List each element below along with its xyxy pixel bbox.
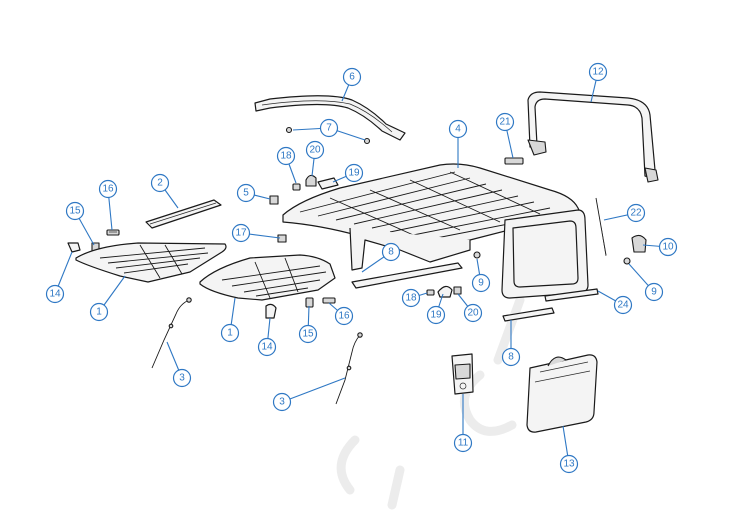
svg-text:1: 1 [227, 328, 233, 339]
callout-1-left: 1 [89, 302, 109, 322]
svg-text:6: 6 [349, 72, 355, 83]
callout-20-upper: 20 [305, 140, 325, 160]
callout-19-lower: 19 [426, 305, 446, 325]
trim-rail-part-2 [145, 199, 222, 229]
svg-text:1: 1 [96, 307, 102, 318]
bracket-part-14-15-16-lower [265, 297, 336, 319]
svg-text:9: 9 [478, 278, 484, 289]
bracket-part-10 [631, 234, 647, 253]
callout-17: 17 [231, 223, 251, 243]
svg-text:15: 15 [69, 206, 81, 217]
svg-text:3: 3 [279, 397, 285, 408]
callout-15-upper: 15 [65, 201, 85, 221]
svg-text:16: 16 [102, 184, 114, 195]
callout-9-right: 9 [644, 282, 664, 302]
callout-8-upper: 8 [381, 242, 401, 262]
bolt-part-17 [277, 234, 287, 243]
callout-16-upper: 16 [98, 179, 118, 199]
callout-11: 11 [453, 433, 473, 453]
svg-text:14: 14 [261, 342, 273, 353]
callout-14-lower: 14 [257, 337, 277, 357]
callout-21: 21 [495, 112, 515, 132]
callout-1-right: 1 [220, 323, 240, 343]
svg-text:24: 24 [617, 300, 629, 311]
svg-text:21: 21 [499, 117, 511, 128]
upper-hardware-group [292, 174, 339, 191]
svg-text:20: 20 [309, 145, 321, 156]
callout-9-center: 9 [471, 273, 491, 293]
roof-panel-right [199, 254, 336, 301]
svg-text:19: 19 [430, 310, 442, 321]
svg-text:4: 4 [455, 124, 461, 135]
callout-24: 24 [613, 295, 633, 315]
svg-text:2: 2 [157, 178, 163, 189]
weatherstrip-part-8-upper [351, 262, 463, 289]
callout-13: 13 [559, 454, 579, 474]
svg-text:11: 11 [458, 438, 469, 449]
windshield-header-seal [254, 95, 406, 141]
svg-text:5: 5 [243, 188, 249, 199]
door-surround-seal [527, 91, 659, 183]
callout-14-left: 14 [45, 284, 65, 304]
watermark [336, 295, 525, 510]
svg-text:7: 7 [326, 123, 332, 134]
callout-2: 2 [150, 173, 170, 193]
nut-part-9 [473, 251, 631, 265]
svg-text:13: 13 [563, 459, 575, 470]
callout-8-lower: 8 [501, 347, 521, 367]
callout-10: 10 [658, 237, 678, 257]
storage-bag-part-13 [526, 354, 598, 433]
lower-hardware-group [426, 285, 462, 298]
callout-12: 12 [588, 62, 608, 82]
clip-part-21 [504, 157, 524, 165]
weatherstrip-part-8-lower [502, 307, 555, 322]
callout-15-lower: 15 [298, 324, 318, 344]
bolt-part-5 [269, 195, 279, 205]
svg-text:9: 9 [651, 287, 657, 298]
drain-tube-right [335, 332, 363, 405]
callout-7: 7 [319, 118, 339, 138]
svg-text:16: 16 [338, 311, 350, 322]
callout-20-lower: 20 [463, 303, 483, 323]
callout-5: 5 [236, 183, 256, 203]
svg-text:8: 8 [508, 352, 514, 363]
svg-text:10: 10 [662, 242, 674, 253]
callout-3-right: 3 [272, 392, 292, 412]
roof-panel-left [75, 242, 227, 283]
svg-text:18: 18 [405, 293, 417, 304]
svg-text:20: 20 [467, 308, 479, 319]
callout-22: 22 [626, 203, 646, 223]
svg-text:15: 15 [302, 329, 314, 340]
lift-strut-part-22 [595, 197, 607, 257]
fastener-part-16 [106, 229, 120, 236]
svg-text:12: 12 [592, 67, 604, 78]
latch-handle-part-11 [451, 353, 474, 395]
hard-top-shell [282, 163, 589, 299]
callout-6: 6 [342, 67, 362, 87]
svg-text:17: 17 [235, 228, 247, 239]
svg-text:19: 19 [348, 168, 360, 179]
callout-4: 4 [448, 119, 468, 139]
callout-3-left: 3 [172, 368, 192, 388]
svg-text:22: 22 [630, 208, 642, 219]
svg-text:18: 18 [280, 151, 292, 162]
callout-18-lower: 18 [401, 288, 421, 308]
svg-text:3: 3 [179, 373, 185, 384]
callout-19-upper: 19 [344, 163, 364, 183]
svg-text:8: 8 [388, 247, 394, 258]
svg-text:14: 14 [49, 289, 61, 300]
lower-strip-part-24 [544, 288, 599, 302]
callout-18-upper: 18 [276, 146, 296, 166]
drain-tube-left [151, 297, 192, 369]
callout-16-lower: 16 [334, 306, 354, 326]
screw-part-7 [285, 126, 371, 145]
